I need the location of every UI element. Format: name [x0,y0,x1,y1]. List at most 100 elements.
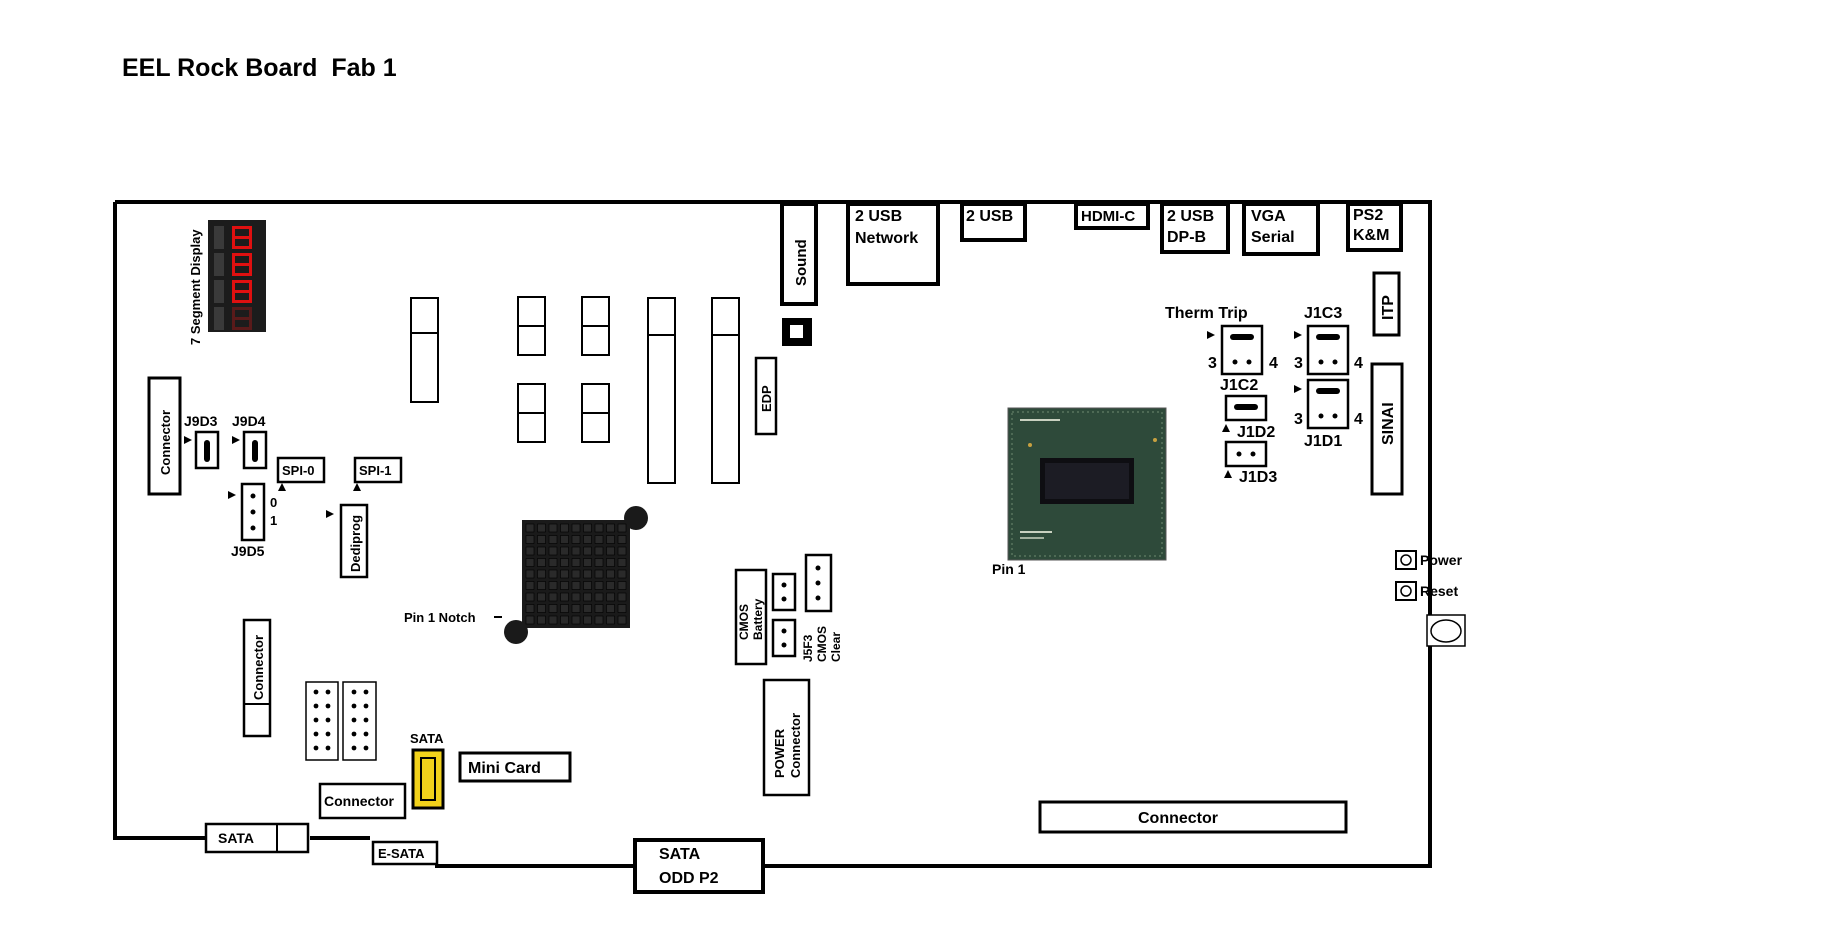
jumper-three-pin [806,555,831,611]
segment-bar [249,253,252,276]
edp-label: EDP [759,385,774,412]
vga-label: VGA [1251,208,1286,225]
heatsink-fin [538,570,546,578]
heatsink-fin [607,582,615,590]
header-pin [352,746,357,751]
vga-serial-port: VGA Serial [1244,204,1318,254]
heatsink-fin [549,524,557,532]
heatsink-fin [595,605,603,613]
sound-label: Sound [793,239,810,286]
heatsink-fin [618,605,626,613]
jumper-j5f3 [773,620,795,656]
heatsink-fin [607,524,615,532]
segment-bar [232,253,235,276]
heatsink-fin [561,616,569,624]
heatsink-fin [526,559,534,567]
heatsink-fin [572,616,580,624]
heatsink-fin [607,605,615,613]
heatsink-fin [572,547,580,555]
small-square-jack [782,318,812,346]
j1c3-pin3: 3 [1294,355,1303,372]
header-pin [352,690,357,695]
lower-left-connector: Connector [244,620,270,736]
slot-3 [582,297,609,355]
jumper-two-pin-upper [773,574,795,610]
usb-dp-label-2: DP-B [1167,229,1206,246]
header-pin [326,704,331,709]
heatsink-fin [561,605,569,613]
therm-trip-label: Therm Trip [1165,305,1248,322]
power-connector-label-1: POWER [772,728,787,778]
esata-port: E-SATA [373,842,437,864]
j1d3-label: J1D3 [1239,469,1277,486]
ps2-port: PS2 K&M [1348,204,1401,250]
hdmi-port: HDMI-C [1076,204,1148,228]
heatsink-fin [572,605,580,613]
heatsink-fin [538,536,546,544]
cpu-chip [1008,408,1166,560]
j5f3-label: J5F3 [801,634,815,662]
segment-digit-dim [214,280,224,303]
heatsink-fin [549,616,557,624]
power-connector-label-2: Connector [788,713,803,778]
pin-header-right [343,682,376,760]
heatsink-fin [572,524,580,532]
seven-segment-display [208,220,266,332]
heatsink-fin [561,524,569,532]
dediprog-header: Dediprog [326,505,367,577]
sata-odd-port: SATA ODD P2 [635,840,763,892]
heatsink-fin [584,524,592,532]
usb-network-label-1: 2 USB [855,208,902,225]
sata-port-label: SATA [218,830,254,846]
cmos-battery-label-1: CMOS [737,604,751,640]
heatsink-fin [584,547,592,555]
usb-port: 2 USB [962,204,1025,240]
heatsink-fin [618,536,626,544]
pin-header-left [306,682,338,760]
header-pin [314,732,319,737]
left-connector-label: Connector [158,410,173,475]
heatsink-fin [549,547,557,555]
header-pin [314,746,319,751]
heatsink-fin [538,593,546,601]
heatsink [504,506,648,644]
seven-segment-label: 7 Segment Display [188,229,203,345]
pin1-notch-label: Pin 1 Notch [404,610,476,625]
sata-small-label: SATA [410,731,444,746]
heatsink-fin [572,593,580,601]
heatsink-fin [538,524,546,532]
j9d3-label: J9D3 [184,413,218,429]
slot-2 [518,297,545,355]
heatsink-fin [549,593,557,601]
usb-network-label-2: Network [855,230,918,247]
pin3-label: 3 [1208,355,1217,372]
heatsink-fin [526,547,534,555]
slot-1 [411,298,438,402]
itp-connector: ITP [1374,273,1399,335]
jumper-j1d3 [1226,442,1266,466]
itp-label: ITP [1380,295,1397,320]
round-connector [1427,615,1465,646]
heatsink-fin [584,559,592,567]
segment-digit-dim [214,307,224,330]
j9d5-label: J9D5 [231,543,265,559]
jumper-j1c2 [1226,396,1266,420]
sata-odd-label-1: SATA [659,846,701,863]
cpu-pin1-label: Pin 1 [992,561,1026,577]
cmos-battery-label-2: Battery [751,598,765,640]
edp-connector: EDP [756,358,776,434]
heatsink-fin [595,582,603,590]
header-pin [352,704,357,709]
heatsink-fin [607,559,615,567]
j1c2-label: J1C2 [1220,377,1258,394]
bottom-right-connector-label: Connector [1138,810,1218,827]
heatsink-fin [584,616,592,624]
slot-6 [648,298,675,483]
heatsink-fin [618,547,626,555]
ps2-label-1: PS2 [1353,207,1383,224]
j1c3-pin4: 4 [1354,355,1363,372]
dediprog-label: Dediprog [348,515,363,572]
heatsink-fin [572,582,580,590]
segment-bar [249,280,252,303]
cmos-clear-label-1: CMOS [815,626,829,662]
